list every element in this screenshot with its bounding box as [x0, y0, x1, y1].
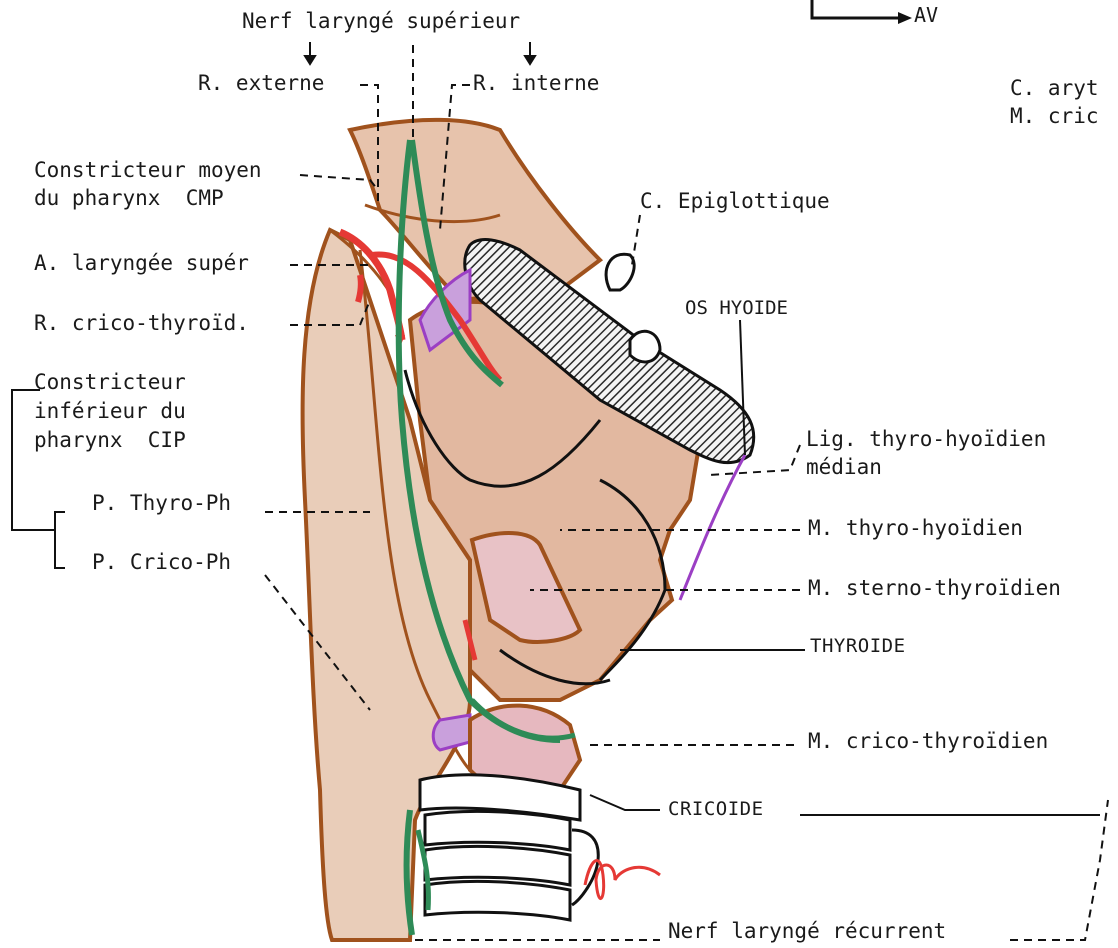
label-os-hyoide: OS HYOIDE: [685, 296, 788, 321]
label-c-epiglottique: C. Epiglottique: [640, 188, 830, 215]
label-cip-2: inférieur du: [34, 398, 186, 425]
orientation-arrow: [812, 0, 912, 24]
label-lig-thyro-hyoidien-2: médian: [806, 454, 882, 481]
label-m-sterno-thyroidien: M. sterno-thyroïdien: [808, 575, 1061, 602]
title-arrows: [305, 42, 535, 64]
label-cip-1: Constricteur: [34, 369, 186, 396]
label-cricoide: CRICOIDE: [668, 797, 764, 822]
label-p-thyro-ph: P. Thyro-Ph: [92, 490, 231, 517]
label-nerf-laryng-superieur: Nerf laryngé supérieur: [242, 8, 520, 35]
label-a-laryngee-sup: A. laryngée supér: [34, 250, 249, 277]
label-av: AV: [914, 2, 938, 28]
label-m-cric: M. cric: [1010, 103, 1099, 130]
label-thyroide: THYROIDE: [810, 634, 906, 659]
label-lig-thyro-hyoidien-1: Lig. thyro-hyoïdien: [806, 426, 1046, 453]
label-r-interne: R. interne: [473, 70, 599, 97]
label-r-externe: R. externe: [198, 70, 324, 97]
label-cmp-2: du pharynx CMP: [34, 185, 224, 212]
label-m-crico-thyroidien: M. crico-thyroïdien: [808, 728, 1048, 755]
label-cip-3: pharynx CIP: [34, 427, 186, 454]
label-p-crico-ph: P. Crico-Ph: [92, 549, 231, 576]
label-c-aryt: C. aryt: [1010, 75, 1099, 102]
label-cmp-1: Constricteur moyen: [34, 157, 262, 184]
label-r-crico-thyroid: R. crico-thyroïd.: [34, 310, 249, 337]
label-nerf-laryng-recurrent: Nerf laryngé récurrent: [668, 918, 946, 945]
label-m-thyro-hyoidien: M. thyro-hyoïdien: [808, 515, 1023, 542]
trachea: [425, 811, 598, 920]
